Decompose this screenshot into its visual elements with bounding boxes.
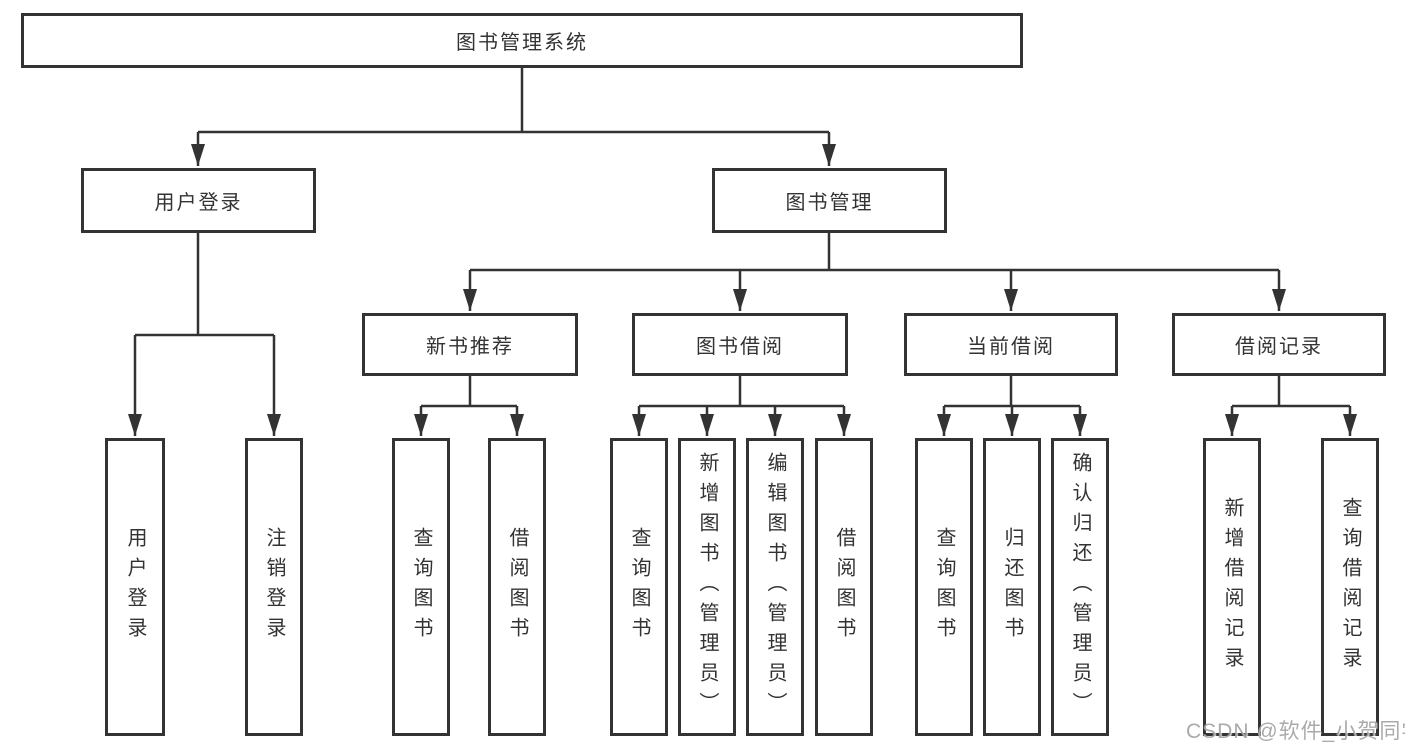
leaf-edit-books-admin-label: 编辑图书（管理员） [764, 452, 786, 722]
leaf-return-books: 归还图书 [983, 438, 1041, 736]
leaf-edit-books-admin: 编辑图书（管理员） [746, 438, 804, 736]
node-book-borrow: 图书借阅 [632, 313, 848, 376]
connector-book-mgmt-branch [463, 233, 1286, 311]
connector-book-borrow-branch [632, 376, 851, 436]
leaf-query-books-current: 查询图书 [915, 438, 973, 736]
leaf-borrow-books-recommend: 借阅图书 [488, 438, 546, 736]
leaf-borrow-books-recommend-label: 借阅图书 [506, 527, 528, 647]
node-user-login: 用户登录 [81, 168, 316, 233]
node-current-borrow-label: 当前借阅 [967, 336, 1055, 358]
csdn-watermark: CSDN @软件_小贺同学 [1186, 720, 1405, 743]
leaf-borrow-books: 借阅图书 [815, 438, 873, 736]
node-user-login-label: 用户登录 [154, 192, 243, 214]
leaf-query-books-recommend-label: 查询图书 [410, 527, 432, 647]
leaf-query-books-recommend: 查询图书 [392, 438, 450, 736]
leaf-add-books-admin-label: 新增图书（管理员） [696, 452, 718, 722]
node-book-management-label: 图书管理 [785, 192, 874, 214]
leaf-user-login: 用户登录 [105, 438, 165, 736]
leaf-query-books-borrow: 查询图书 [610, 438, 668, 736]
leaf-confirm-return-admin: 确认归还（管理员） [1051, 438, 1109, 736]
leaf-logout: 注销登录 [245, 438, 303, 736]
node-book-management: 图书管理 [712, 168, 947, 233]
leaf-add-borrow-record: 新增借阅记录 [1203, 438, 1261, 736]
connector-borrow-records-branch [1225, 376, 1357, 436]
leaf-query-books-current-label: 查询图书 [933, 527, 955, 647]
node-book-borrow-label: 图书借阅 [696, 336, 784, 358]
node-root-system: 图书管理系统 [21, 13, 1023, 68]
leaf-add-books-admin: 新增图书（管理员） [678, 438, 736, 736]
leaf-borrow-books-label: 借阅图书 [833, 527, 855, 647]
node-new-book-recommend: 新书推荐 [362, 313, 578, 376]
leaf-query-borrow-record: 查询借阅记录 [1321, 438, 1379, 736]
leaf-user-login-label: 用户登录 [124, 527, 146, 647]
node-new-book-recommend-label: 新书推荐 [426, 336, 514, 358]
node-borrow-records-label: 借阅记录 [1235, 336, 1323, 358]
leaf-query-borrow-record-label: 查询借阅记录 [1339, 497, 1361, 677]
leaf-add-borrow-record-label: 新增借阅记录 [1221, 497, 1243, 677]
connector-root-branch [191, 68, 836, 166]
node-current-borrow: 当前借阅 [904, 313, 1118, 376]
node-borrow-records: 借阅记录 [1172, 313, 1386, 376]
connector-current-borrow-branch [937, 376, 1087, 436]
leaf-return-books-label: 归还图书 [1001, 527, 1023, 647]
connector-new-book-branch [414, 376, 524, 436]
leaf-query-books-borrow-label: 查询图书 [628, 527, 650, 647]
leaf-confirm-return-admin-label: 确认归还（管理员） [1069, 452, 1091, 722]
node-root-system-label: 图书管理系统 [456, 32, 588, 54]
leaf-logout-label: 注销登录 [263, 527, 285, 647]
connector-user-login-branch [128, 233, 281, 436]
